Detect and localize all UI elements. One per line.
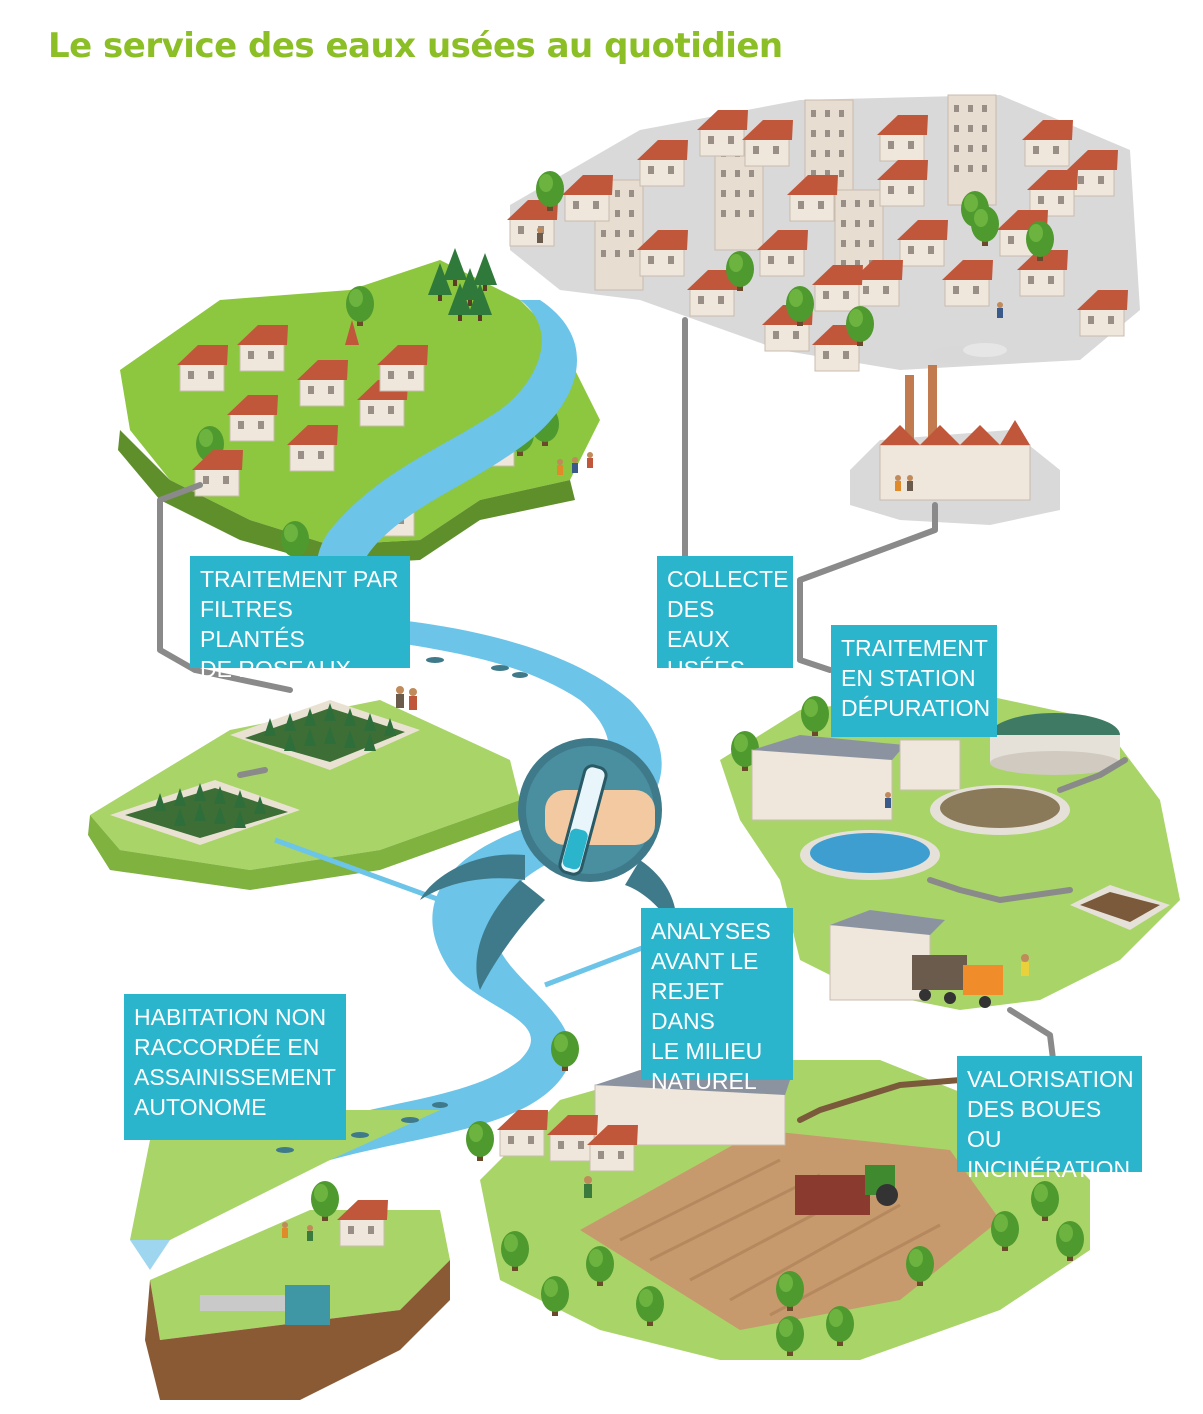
farm-island [466,1031,1090,1360]
sludge-recovery-label: VALORISATION DES BOUES OU INCINÉRATION [957,1056,1142,1182]
analyses-before-discharge-label: ANALYSES AVANT LE REJET DANS LE MILIEU N… [641,908,793,1094]
village-island [118,248,600,565]
page-title: Le service des eaux usées au quotidien [48,26,783,66]
fish [276,657,528,1153]
non-connected-housing-label: HABITATION NON RACCORDÉE EN ASSAINISSEME… [124,994,346,1140]
city-island [506,94,1140,372]
treatment-station-label: TRAITEMENT EN STATION DÉPURATION [831,625,997,737]
wastewater-collection-label: COLLECTE DES EAUX USÉES [657,556,793,682]
river [130,300,662,1240]
reed-bed-treatment-label: TRAITEMENT PAR FILTRES PLANTÉS DE ROSEAU… [190,556,410,682]
outfall-lines [274,837,651,988]
septic-system-block [145,1181,450,1400]
river-bank-left [130,1110,440,1240]
factory-island [850,343,1060,525]
treatment-station-island [720,690,1180,1010]
water-sample-icon [420,738,677,990]
reed-bed-island [88,700,520,890]
people [282,227,1029,1241]
pipes [157,317,1128,1123]
